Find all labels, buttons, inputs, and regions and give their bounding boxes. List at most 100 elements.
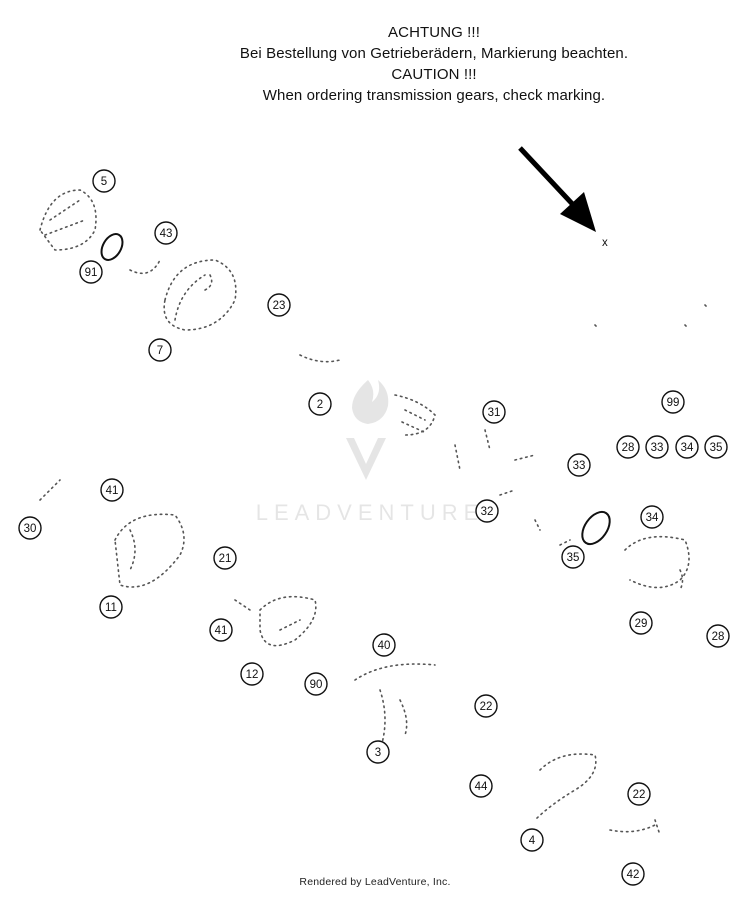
callout-number: 4 <box>529 835 536 847</box>
callout-circle <box>154 221 178 245</box>
part-42-outline <box>609 819 661 836</box>
header-line-1: ACHTUNG !!! <box>388 24 480 41</box>
callout-circle <box>308 392 332 416</box>
callout-circle <box>79 260 103 284</box>
callout-number: 44 <box>475 781 488 793</box>
callout-22: 22 <box>627 782 651 806</box>
callout-number: 28 <box>712 631 725 643</box>
marking-symbol: x <box>602 237 608 249</box>
callout-40: 40 <box>372 633 396 657</box>
marking-arrow: x <box>518 146 608 249</box>
marking-dots <box>594 304 709 329</box>
callout-circle <box>482 400 506 424</box>
callout-34: 34 <box>675 435 699 459</box>
callout-circle <box>148 338 172 362</box>
callout-number: 21 <box>219 553 232 565</box>
footer-credit: Rendered by LeadVenture, Inc. <box>299 876 451 888</box>
callout-circle <box>621 862 645 886</box>
callout-circle <box>18 516 42 540</box>
part-11-outline <box>114 513 185 588</box>
callout-number: 91 <box>85 267 98 279</box>
callout-4: 4 <box>520 828 544 852</box>
watermark-text: LEADVENTURE <box>256 500 485 525</box>
callout-circle <box>640 505 664 529</box>
callout-number: 2 <box>317 399 323 411</box>
callout-43: 43 <box>154 221 178 245</box>
callout-circle <box>627 782 651 806</box>
callout-30: 30 <box>18 516 42 540</box>
callout-3: 3 <box>366 740 390 764</box>
flame-logo-icon <box>352 380 389 424</box>
callout-number: 33 <box>573 460 586 472</box>
callout-circle <box>474 694 498 718</box>
part-12-teeth <box>234 599 301 631</box>
callout-number: 41 <box>215 625 228 637</box>
header-line-2: Bei Bestellung von Getrieberädern, Marki… <box>239 45 629 62</box>
callout-circle <box>100 478 124 502</box>
callout-35: 35 <box>704 435 728 459</box>
callout-circle <box>267 293 291 317</box>
callout-number: 35 <box>567 552 580 564</box>
shaft-top-dots <box>454 429 491 471</box>
callout-circle <box>240 662 264 686</box>
callout-number: 12 <box>246 669 259 681</box>
callout-circle <box>661 390 685 414</box>
part-5-outline <box>39 189 97 251</box>
callout-number: 30 <box>24 523 37 535</box>
callout-circle <box>561 545 585 569</box>
callout-number: 32 <box>481 506 494 518</box>
callout-31: 31 <box>482 400 506 424</box>
shaft-mid-dots <box>499 454 536 496</box>
callout-2: 2 <box>308 392 332 416</box>
callout-34: 34 <box>640 505 664 529</box>
callout-circle <box>99 595 123 619</box>
callout-number: 90 <box>310 679 323 691</box>
watermark: LEADVENTURE <box>256 380 485 525</box>
callout-number: 29 <box>635 618 648 630</box>
callout-circle <box>372 633 396 657</box>
o-ring-35-outline <box>581 510 611 546</box>
callout-circle <box>616 435 640 459</box>
callout-7: 7 <box>148 338 172 362</box>
callout-91: 91 <box>79 260 103 284</box>
callout-circle <box>92 169 116 193</box>
callout-circle <box>209 618 233 642</box>
arrow-shaft <box>518 146 580 212</box>
part-3-outline <box>354 663 436 751</box>
v-logo-icon <box>346 438 386 480</box>
callout-circle <box>304 672 328 696</box>
callout-5: 5 <box>92 169 116 193</box>
callout-23: 23 <box>267 293 291 317</box>
callout-number: 40 <box>378 640 391 652</box>
part-29-detail <box>679 569 684 591</box>
callout-99: 99 <box>661 390 685 414</box>
callout-number: 7 <box>157 345 163 357</box>
caution-header: ACHTUNG !!! Bei Bestellung von Getrieber… <box>0 22 750 106</box>
callout-circle <box>675 435 699 459</box>
callout-12: 12 <box>240 662 264 686</box>
o-ring-91-outline <box>100 233 124 261</box>
part-5-teeth <box>44 199 86 236</box>
part-29-outline <box>624 535 690 589</box>
callout-circle <box>366 740 390 764</box>
callout-29: 29 <box>629 611 653 635</box>
callout-number: 42 <box>627 869 640 881</box>
callout-number: 28 <box>622 442 635 454</box>
callout-number: 11 <box>105 602 117 614</box>
callout-number: 22 <box>480 701 493 713</box>
header-line-3: CAUTION !!! <box>391 66 477 83</box>
callout-circle <box>704 435 728 459</box>
callout-number: 43 <box>160 228 173 240</box>
part-4-outline <box>534 753 597 821</box>
part-2-teeth <box>401 409 426 433</box>
callout-90: 90 <box>304 672 328 696</box>
part-outlines <box>39 189 709 836</box>
callout-circle <box>629 611 653 635</box>
callout-41: 41 <box>100 478 124 502</box>
callout-circle <box>520 828 544 852</box>
callout-circle <box>706 624 730 648</box>
callout-41: 41 <box>209 618 233 642</box>
callout-number: 99 <box>667 397 680 409</box>
